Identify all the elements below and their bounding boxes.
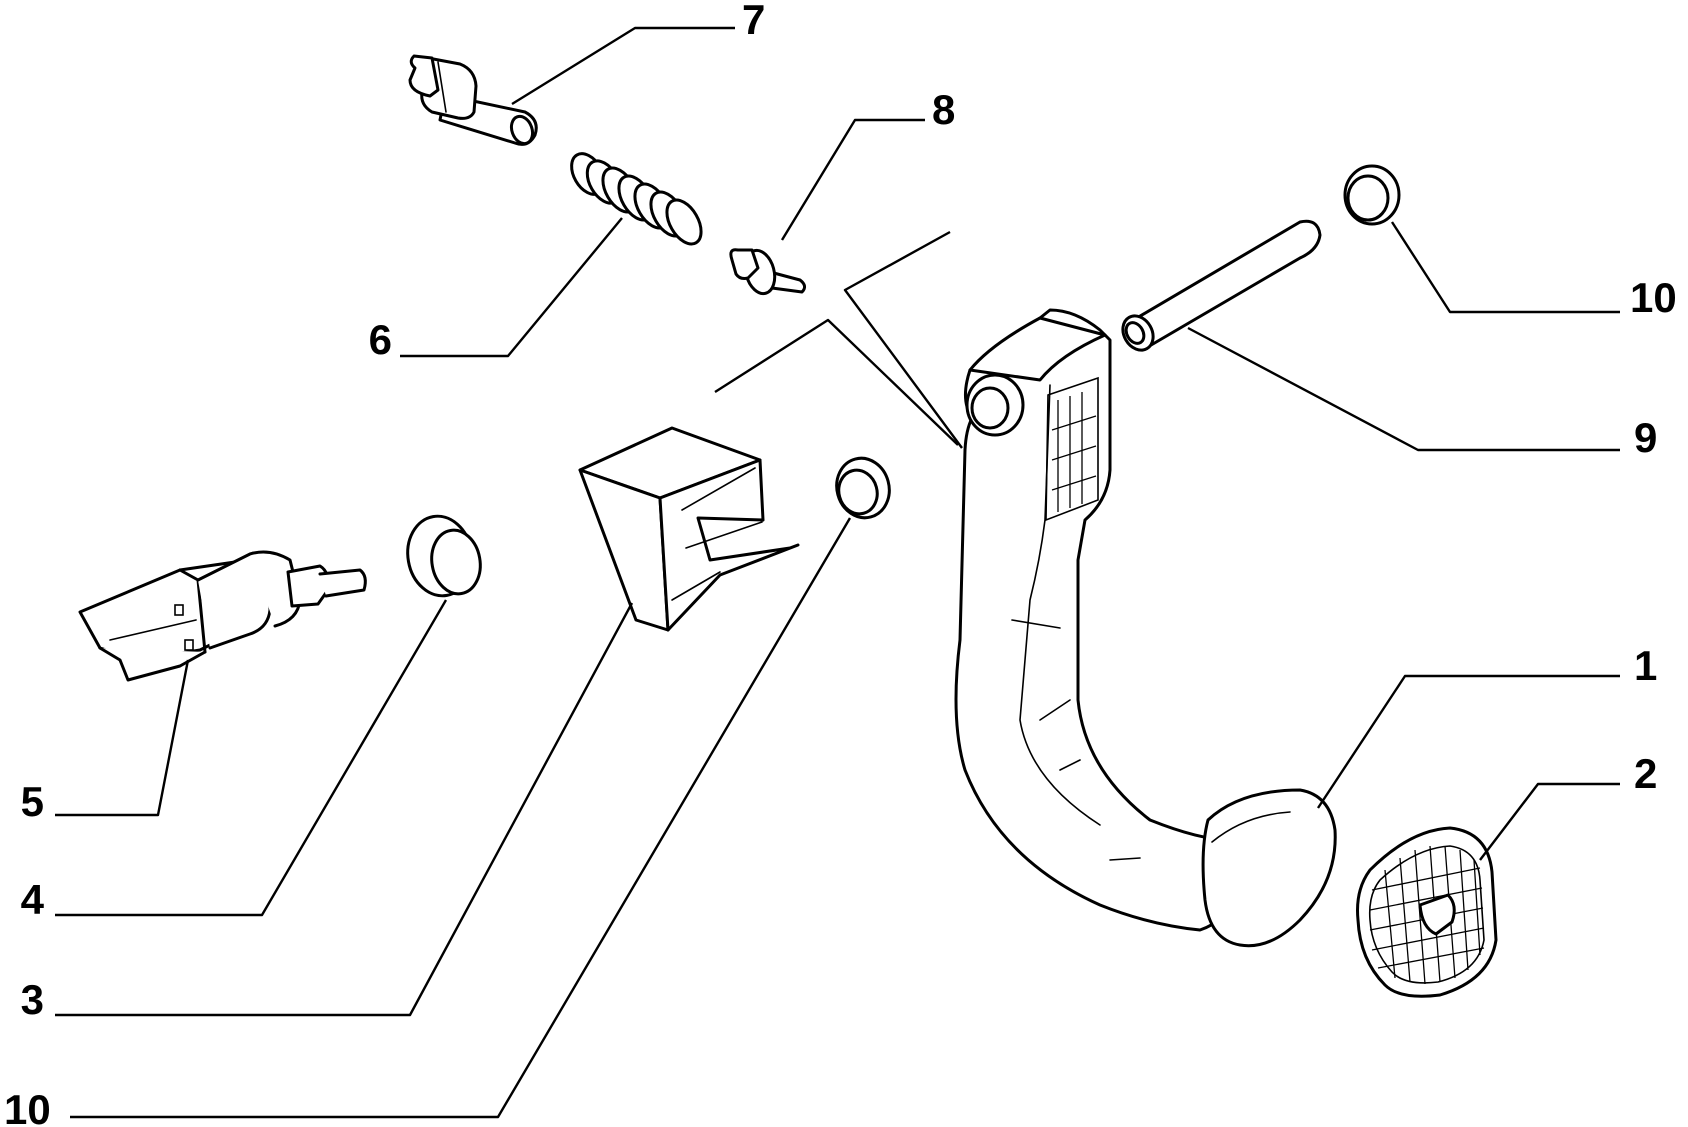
callout-9: 9	[1634, 414, 1657, 461]
bracket-lines	[714, 230, 963, 449]
leader-lines	[55, 26, 1620, 1119]
callout-8: 8	[932, 86, 955, 133]
pin-part	[729, 248, 807, 296]
callout-labels: 1 2 3 4 5 6 7 8 9 10 10	[4, 0, 1677, 1127]
switch-part	[78, 550, 367, 682]
callout-5: 5	[21, 778, 44, 825]
callout-10-upper: 10	[1630, 274, 1677, 321]
callout-7: 7	[742, 0, 765, 43]
rubber-cap-part	[406, 514, 482, 598]
callout-3: 3	[21, 976, 44, 1023]
bushing-part-right	[1343, 164, 1401, 226]
bushing-part-left	[835, 456, 891, 520]
pedal-pad-part	[1356, 826, 1498, 998]
callout-10-lower: 10	[4, 1086, 51, 1127]
pedal-lever-part	[954, 308, 1337, 948]
callout-4: 4	[21, 876, 45, 923]
callout-1: 1	[1634, 642, 1657, 689]
callout-6: 6	[369, 316, 392, 363]
shaft-part	[1121, 219, 1322, 352]
callout-2: 2	[1634, 750, 1657, 797]
bolt-part	[408, 54, 538, 146]
cover-part	[578, 426, 800, 632]
spring-part	[570, 152, 703, 246]
